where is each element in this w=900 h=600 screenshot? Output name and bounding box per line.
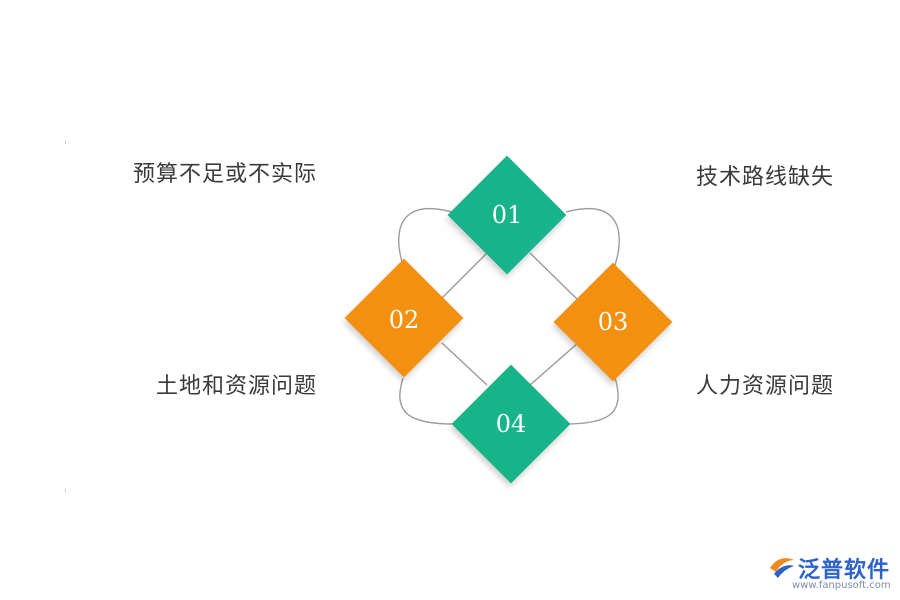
node-01-number: 01: [491, 201, 523, 229]
label-bottom-right: 人力资源问题: [696, 374, 835, 399]
brand-logo-name: 泛普软件: [798, 558, 891, 583]
label-top-right: 技术路线缺失: [696, 165, 835, 190]
edge-mark-bottom: [65, 489, 66, 492]
node-03-number: 03: [597, 308, 629, 336]
node-02-number: 02: [388, 306, 420, 334]
label-top-left: 预算不足或不实际: [133, 162, 318, 187]
brand-logo-url: www.fanpusoft.com: [792, 580, 891, 591]
brand-logo-icon: [770, 558, 794, 578]
label-bottom-left: 土地和资源问题: [156, 374, 318, 399]
edge-mark-top: [65, 141, 66, 144]
node-04-number: 04: [495, 410, 527, 438]
